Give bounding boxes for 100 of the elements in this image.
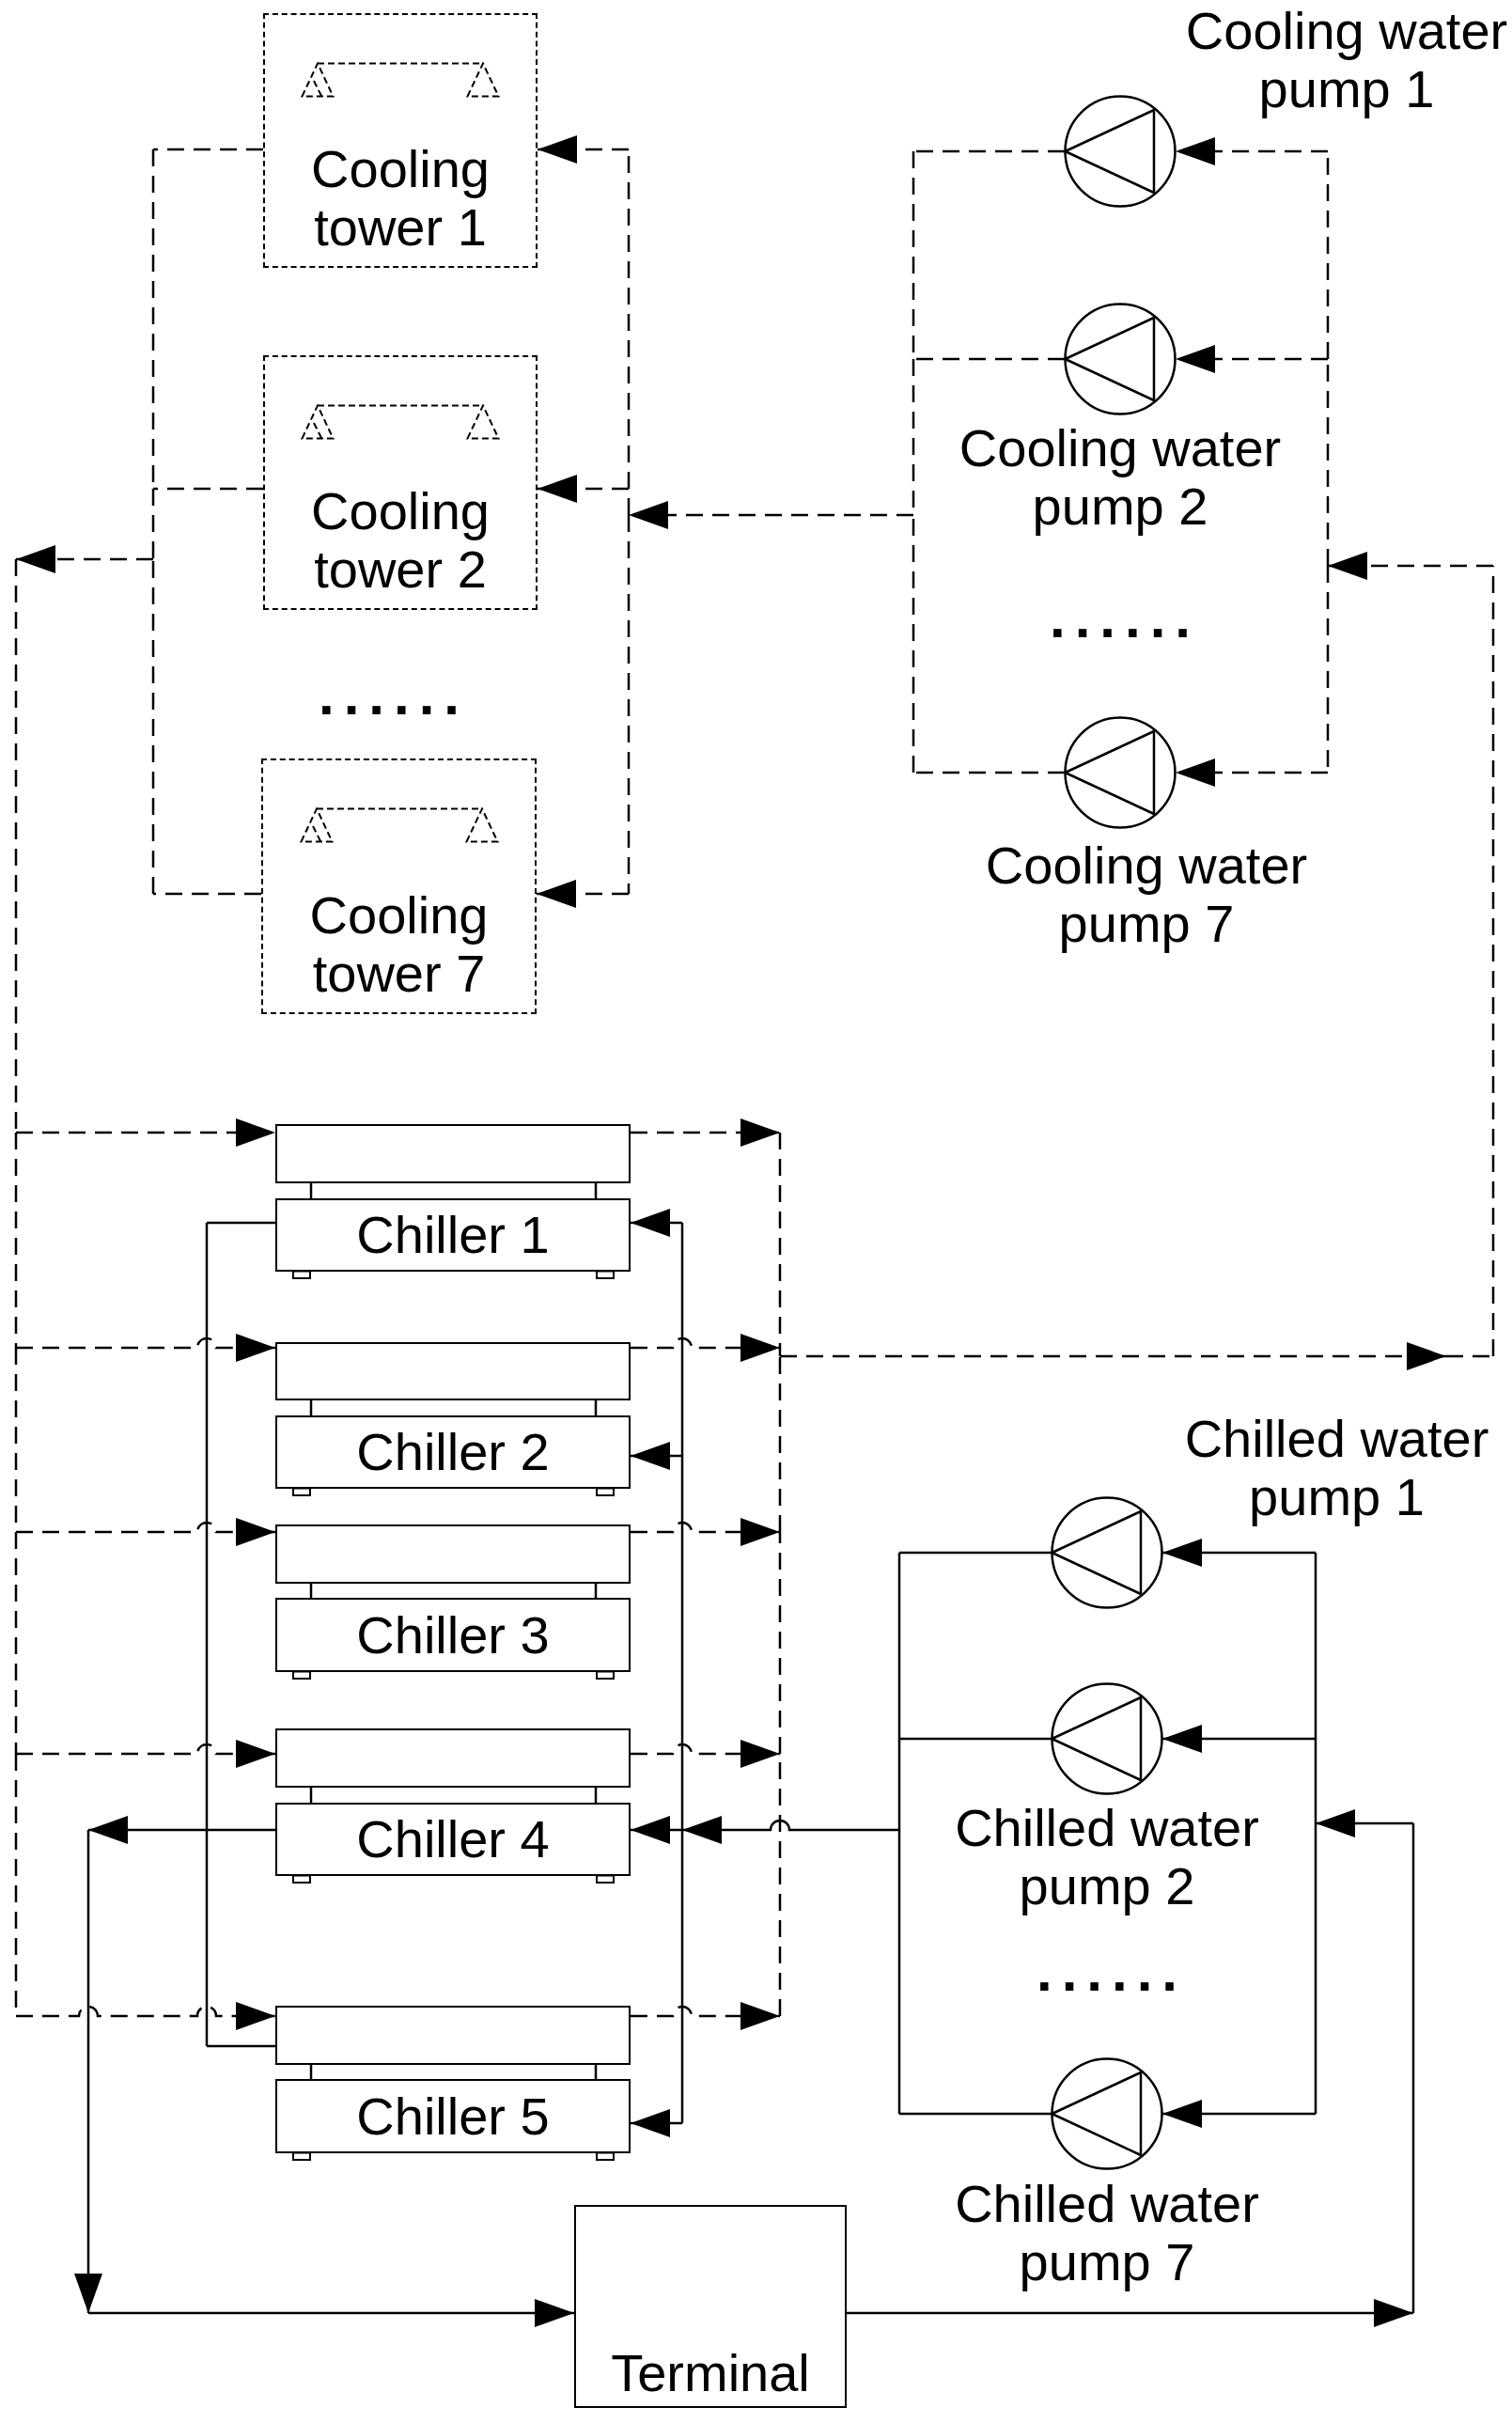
pipe-line — [913, 771, 1065, 774]
pipe-line — [1491, 566, 1495, 1356]
pipe-line — [1314, 1739, 1317, 1823]
pump-label: Cooling water pump 1 — [1184, 2, 1509, 118]
pipe-line — [778, 1356, 782, 1532]
pipe-line — [14, 1133, 18, 1348]
arrow — [16, 545, 153, 573]
arrow — [537, 880, 629, 908]
tower-label: Cooling tower 7 — [308, 886, 490, 1003]
arrow — [1162, 1725, 1316, 1753]
chiller-label: Chiller 1 — [356, 1206, 550, 1264]
arrow — [16, 1518, 275, 1546]
arrow — [1316, 1809, 1413, 1837]
pump-label: Cooling water pump 7 — [984, 836, 1309, 953]
chiller-label: Chiller 3 — [356, 1605, 550, 1665]
pipe-line — [153, 487, 263, 491]
chiller-box — [275, 1198, 631, 1272]
tower-label: Cooling tower 1 — [310, 140, 491, 257]
arrow — [682, 1816, 899, 1844]
pipe-line — [207, 1221, 275, 1225]
pipe-line — [205, 1223, 209, 1830]
arrow — [631, 1740, 780, 1768]
chiller-box — [275, 1598, 631, 1672]
pipe-line — [913, 149, 1065, 153]
pipe-line — [1411, 1823, 1415, 2313]
chiller-upper-box — [275, 2006, 631, 2065]
pipe-line — [899, 1551, 1052, 1555]
pipe-line — [680, 1830, 684, 2123]
chiller-label: Chiller 4 — [356, 1810, 550, 1868]
pipe-line — [897, 1739, 901, 1830]
pump-icon — [1051, 2057, 1163, 2170]
arrow — [88, 2299, 574, 2327]
pipe-line — [680, 1456, 684, 1830]
pipe-line — [680, 1223, 684, 1456]
ellipsis: ...... — [1036, 1939, 1187, 2005]
cooling-tower-box — [263, 355, 538, 610]
arrow — [1176, 345, 1328, 373]
pump-label: Chilled water pump 2 — [954, 1799, 1260, 1915]
terminal-box — [574, 2205, 847, 2408]
arrow — [631, 1518, 780, 1546]
terminal-label: Terminal — [611, 2344, 810, 2402]
chiller-upper-box — [275, 1524, 631, 1584]
arrow — [631, 1816, 682, 1844]
arrow — [631, 2109, 682, 2137]
pipe-line — [778, 1133, 782, 1348]
arrow — [538, 135, 629, 164]
arrow — [1328, 552, 1493, 580]
arrow — [631, 1442, 682, 1470]
chiller-upper-box — [275, 1728, 631, 1788]
pipe-line — [207, 1828, 275, 1832]
arrow — [16, 1118, 275, 1147]
pipe-line — [151, 559, 155, 894]
ellipsis: ...... — [318, 663, 469, 728]
chiller-label: Chiller 2 — [356, 1423, 550, 1481]
pipe-line — [778, 1532, 782, 1754]
chiller-box — [275, 2079, 631, 2153]
pipe-line — [778, 1348, 782, 1356]
pump-icon — [1064, 95, 1177, 208]
tower-label: Cooling tower 2 — [310, 482, 491, 599]
chiller-box — [275, 1803, 631, 1876]
arrow — [631, 1118, 780, 1147]
arrow — [631, 1334, 780, 1362]
ellipsis: ...... — [1049, 586, 1200, 651]
arrow — [1176, 137, 1328, 165]
pipe-line — [205, 1830, 209, 2046]
pump-icon — [1051, 1496, 1163, 1609]
chiller-box — [275, 1415, 631, 1489]
pipe-line — [1314, 1823, 1317, 2114]
arrow — [1176, 758, 1328, 787]
pipe-line — [897, 1553, 901, 1739]
cooling-tower-box — [261, 758, 537, 1014]
pump-icon — [1064, 716, 1177, 829]
pipe-line — [153, 148, 263, 151]
cooling-tower-box — [263, 13, 538, 268]
pipe-line — [153, 892, 261, 896]
arrow — [847, 2299, 1413, 2327]
arrow — [74, 1830, 102, 2313]
pump-icon — [1051, 1682, 1163, 1795]
pipe-line — [151, 489, 155, 559]
arrow — [1162, 2100, 1316, 2128]
pipe-line — [14, 1532, 18, 1754]
chiller-upper-box — [275, 1124, 631, 1183]
pipe-line — [897, 1830, 901, 2114]
pump-icon — [1064, 303, 1177, 415]
pump-label: Cooling water pump 2 — [958, 419, 1283, 536]
arrow — [1162, 1539, 1316, 1567]
arrow — [631, 1209, 682, 1237]
chiller-label: Chiller 5 — [356, 2087, 550, 2146]
arrow — [16, 1334, 275, 1362]
arrow — [16, 2002, 275, 2030]
pump-label: Chilled water pump 7 — [954, 2175, 1260, 2291]
pipe-line — [1314, 1553, 1317, 1739]
pipe-line — [899, 2112, 1052, 2116]
chiller-upper-box — [275, 1342, 631, 1400]
pump-label: Chilled water pump 1 — [1183, 1410, 1490, 1526]
arrow — [16, 1740, 275, 1768]
pipe-line — [627, 515, 631, 894]
arrow — [780, 1342, 1446, 1370]
arrow — [88, 1816, 207, 1844]
pipe-line — [207, 2044, 275, 2048]
